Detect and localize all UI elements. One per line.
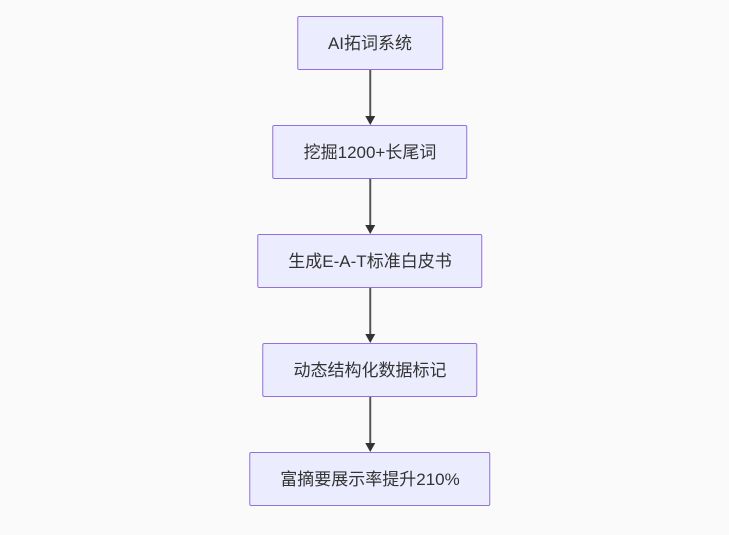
flowchart-node-eat-whitepaper: 生成E-A-T标准白皮书 [257,234,483,288]
node-label: AI拓词系统 [327,33,413,53]
arrow-down-icon [364,70,376,125]
flowchart-node-rich-snippet-result: 富摘要展示率提升210% [249,452,491,506]
arrowhead-icon [364,334,375,343]
node-label: 生成E-A-T标准白皮书 [288,251,452,271]
flowchart-column: AI拓词系统 挖掘1200+长尾词 生成E-A-T标准白皮书 动态结构化数据标记 [249,16,491,506]
node-label: 挖掘1200+长尾词 [303,142,437,162]
arrow-down-icon [364,288,376,343]
arrow-down-icon [364,179,376,234]
node-label: 动态结构化数据标记 [293,360,447,380]
arrow-shaft [368,179,371,225]
arrow-shaft [368,70,371,116]
arrowhead-icon [364,225,375,234]
arrowhead-icon [364,116,375,125]
arrow-down-icon [364,397,376,452]
arrowhead-icon [364,443,375,452]
arrow-shaft [368,397,371,443]
flowchart-node-ai-word-system: AI拓词系统 [296,16,444,70]
flowchart-node-structured-data: 动态结构化数据标记 [262,343,478,397]
arrow-shaft [368,288,371,334]
node-label: 富摘要展示率提升210% [280,469,460,489]
flowchart-node-longtail-mining: 挖掘1200+长尾词 [272,125,468,179]
